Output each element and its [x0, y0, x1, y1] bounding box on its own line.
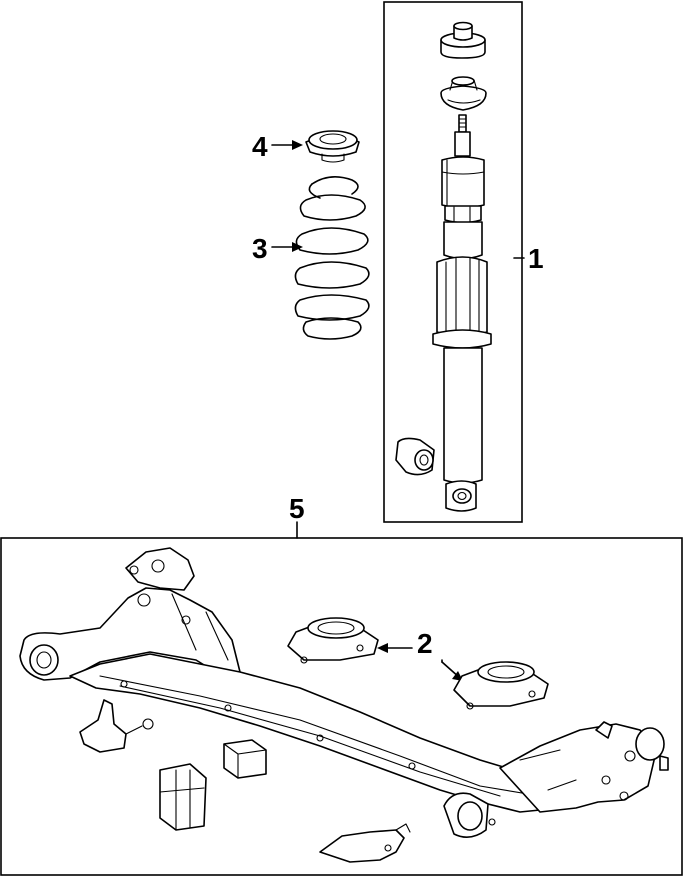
shock-absorber	[432, 114, 492, 512]
stay-bracket	[79, 699, 154, 753]
stopper-block	[223, 739, 267, 779]
coil-spring	[294, 176, 370, 340]
spring-seat	[287, 617, 379, 664]
upper-mount-insulator	[440, 21, 486, 59]
leader-line-4	[271, 140, 303, 150]
spring-insulator	[305, 130, 360, 163]
callout-3-label: 3	[252, 233, 268, 264]
bushing	[395, 437, 435, 476]
mount-bracket-lower	[159, 763, 207, 831]
spring-seat	[453, 661, 549, 710]
shock-assembly-box	[383, 1, 523, 523]
callout-4-label: 4	[252, 131, 268, 162]
axle-beam	[19, 547, 669, 838]
callout-1-label: 1	[528, 243, 544, 274]
upper-mount-bracket	[440, 76, 487, 111]
axle-assembly-box	[0, 537, 683, 876]
heat-shield-bracket	[319, 823, 411, 863]
callout-2-label: 2	[417, 628, 433, 659]
callout-5-label: 5	[289, 493, 305, 524]
